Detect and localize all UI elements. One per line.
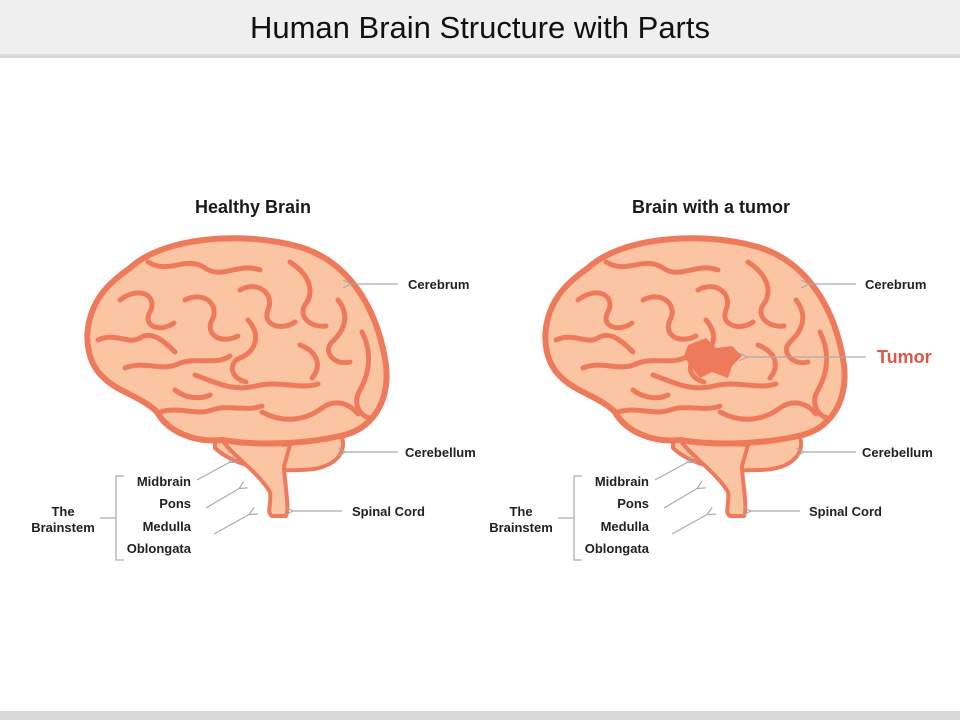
pons-leader [205,488,240,509]
page-title: Human Brain Structure with Parts [249,10,710,45]
healthy-brain-illustration [87,238,386,516]
pons-label-2: Pons [617,496,649,511]
medulla-leader [213,514,250,535]
pons-leader-2 [663,488,698,509]
pons-label: Pons [159,496,191,511]
tumor-label: Tumor [877,347,932,367]
brainstem-bracket [115,475,124,561]
spinal-cord-label-2: Spinal Cord [809,504,882,519]
medulla-label: Medulla [143,519,192,534]
cerebrum-label: Cerebrum [408,277,469,292]
tumor-brain-panel: Brain with a tumor Cerebrum Tumor Cerebe… [489,197,933,561]
tumor-brain-illustration [545,238,844,516]
oblongata-label: Oblongata [127,541,192,556]
oblongata-label-2: Oblongata [585,541,650,556]
title-bar: Human Brain Structure with Parts [0,0,960,58]
brainstem-bracket-2 [573,475,582,561]
healthy-brain-heading: Healthy Brain [195,197,311,217]
medulla-leader-2 [671,514,708,535]
cerebellum-label: Cerebellum [405,445,476,460]
footer-bar [0,711,960,720]
healthy-brain-panel: Healthy Brain Cerebrum Cerebellum Spinal… [31,197,476,561]
brainstem-label-line2-2: Brainstem [489,520,553,535]
midbrain-leader [196,462,230,481]
midbrain-label: Midbrain [137,474,191,489]
medulla-label-2: Medulla [601,519,650,534]
brainstem-label-line2: Brainstem [31,520,95,535]
midbrain-label-2: Midbrain [595,474,649,489]
tumor-brain-heading: Brain with a tumor [632,197,790,217]
spinal-cord-label: Spinal Cord [352,504,425,519]
brainstem-label-line1: The [51,504,74,519]
cerebellum-label-2: Cerebellum [862,445,933,460]
brainstem-label-line1-2: The [509,504,532,519]
midbrain-leader-2 [654,462,688,481]
tumor-mass [684,338,742,378]
cerebrum-label-2: Cerebrum [865,277,926,292]
